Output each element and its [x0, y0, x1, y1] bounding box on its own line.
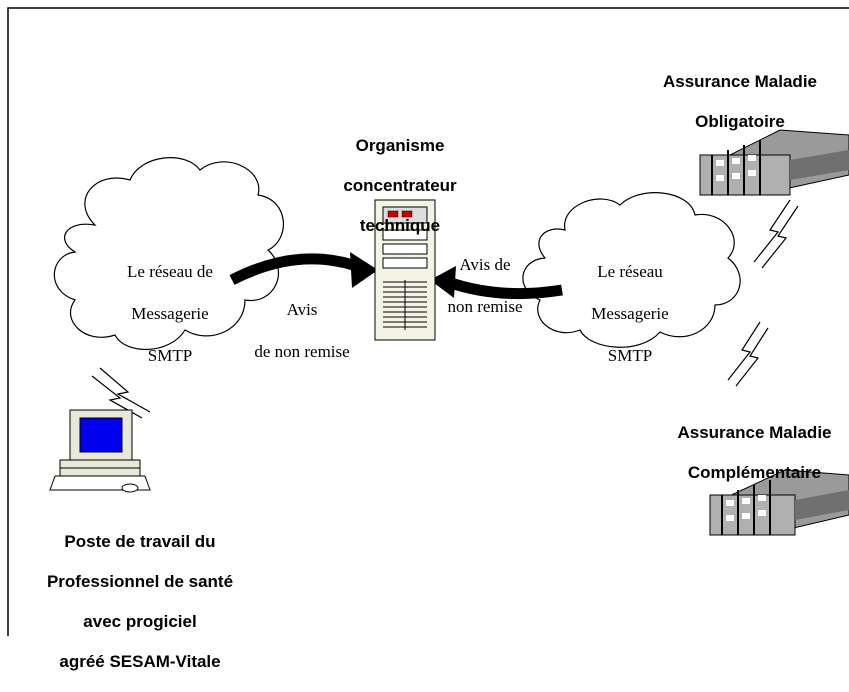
building-amo-icon	[699, 129, 849, 196]
cloud-left-line2: Messagerie	[131, 304, 209, 323]
amo-label-line1: Assurance Maladie	[662, 72, 817, 91]
arrow-right-label: Avis de non remise	[430, 233, 540, 338]
workstation-label-line2: Professionnel de santé	[46, 572, 234, 591]
lightning-amo-icon-2	[761, 205, 799, 269]
arrow-left-line23: de non remise	[252, 341, 352, 362]
amo-label-line2: Obligatoire	[695, 112, 785, 131]
frame-border	[7, 7, 849, 636]
arrow-right-line1: Avis de	[459, 255, 511, 274]
cloud-left	[53, 157, 284, 350]
workstation-label-line3: avec progiciel	[83, 612, 197, 631]
workstation-icon	[49, 409, 151, 493]
arrow-left-line2: de	[254, 342, 271, 361]
arrow-right-line2: non remise	[447, 297, 523, 316]
lightning-left-icon-2	[91, 375, 143, 419]
cloud-right-label: Le réseau Messagerie SMTP	[565, 240, 695, 387]
cloud-left-label: Le réseau de Messagerie SMTP	[90, 240, 250, 387]
lightning-left-icon	[99, 367, 151, 413]
cloud-right-line1: Le réseau	[597, 262, 663, 281]
lightning-amc-icon	[727, 321, 761, 381]
concentrator-label: Organisme concentrateur technique	[320, 116, 480, 256]
arrow-left-line1: Avis	[286, 300, 318, 319]
lightning-amc-icon-2	[735, 327, 769, 387]
diagram-canvas	[7, 7, 849, 636]
server-icon	[374, 199, 436, 341]
building-amc-icon	[709, 469, 849, 536]
concentrator-label-line2: concentrateur	[343, 176, 457, 195]
amc-label-line1: Assurance Maladie	[677, 423, 832, 442]
concentrator-label-line1: Organisme	[355, 136, 445, 155]
arrow-left	[229, 253, 364, 285]
arrow-left-head	[350, 252, 378, 288]
cloud-right-line2: Messagerie	[591, 304, 669, 323]
concentrator-label-line3: technique	[359, 216, 441, 235]
workstation-label: Poste de travail du Professionnel de san…	[20, 512, 260, 692]
workstation-label-line1: Poste de travail du	[64, 532, 216, 551]
amc-label-line2: Complémentaire	[687, 463, 822, 482]
arrow-right-head	[430, 266, 456, 298]
amc-label: Assurance Maladie Complémentaire	[660, 403, 849, 503]
workstation-label-line4: agréé SESAM-Vitale	[59, 652, 221, 671]
lightning-amo-icon	[753, 199, 791, 263]
amo-label: Assurance Maladie Obligatoire	[640, 52, 840, 152]
cloud-right-line3: SMTP	[607, 346, 653, 365]
arrow-right	[446, 276, 563, 300]
cloud-left-line1: Le réseau de	[127, 262, 213, 281]
arrow-left-label: Avis de non remise	[252, 278, 352, 383]
arrow-left-line3: non remise	[274, 342, 350, 361]
cloud-left-line3: SMTP	[147, 346, 193, 365]
cloud-right	[522, 192, 741, 348]
